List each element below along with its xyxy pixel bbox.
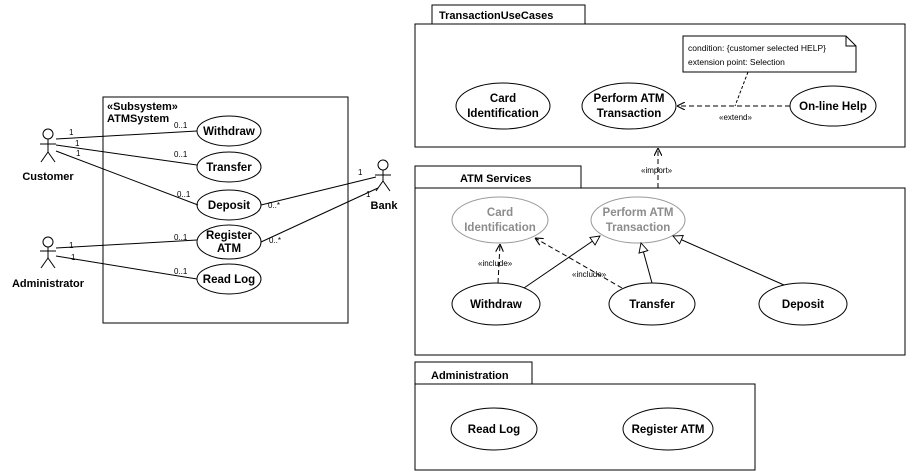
- use-case-label: On-line Help: [799, 101, 867, 113]
- note-anchor-line: [734, 71, 749, 107]
- use-case-read-log[interactable]: Read Log: [196, 263, 262, 295]
- mult-admin-register: 1: [69, 241, 74, 250]
- stick-figure-icon: [40, 236, 56, 269]
- condition-note: condition: {customer selected HELP} exte…: [682, 35, 857, 73]
- mult-withdraw-end: 0..1: [174, 121, 188, 130]
- subsystem-boundary: [102, 96, 349, 324]
- use-case-label: Deposit: [208, 200, 250, 212]
- use-case-perform-atm-transaction-imported[interactable]: Perform ATM Transaction: [590, 196, 686, 244]
- generalization-transfer: [641, 243, 653, 284]
- include-arrow-withdraw: [498, 244, 500, 284]
- package-title: Administration: [431, 370, 509, 382]
- use-case-perform-atm-transaction[interactable]: Perform ATM Transaction: [581, 82, 677, 130]
- subsystem-name: ATMSystem: [107, 113, 169, 125]
- use-case-register-atm-admin[interactable]: Register ATM: [622, 407, 714, 451]
- svg-text:Card: Card: [487, 207, 513, 219]
- mult-deposit-end: 0..1: [177, 190, 191, 199]
- svg-text:Identification: Identification: [467, 108, 539, 120]
- import-label: «import»: [641, 166, 673, 175]
- association-admin-register: [55, 239, 198, 249]
- include-label-withdraw: «include»: [478, 259, 513, 268]
- actor-label: Bank: [371, 200, 399, 212]
- use-case-label-line-2: ATM: [217, 243, 241, 255]
- mult-customer-transfer: 1: [75, 139, 80, 148]
- svg-text:Transaction: Transaction: [597, 108, 662, 120]
- use-case-withdraw-service[interactable]: Withdraw: [451, 282, 541, 326]
- include-arrow-transfer: [535, 238, 623, 289]
- svg-text:Perform ATM: Perform ATM: [603, 207, 674, 219]
- mult-bank-register: 1: [366, 190, 371, 199]
- association-customer-transfer: [55, 144, 198, 166]
- atm-subsystem: «Subsystem» ATMSystem Withdraw Transfer …: [102, 96, 349, 324]
- use-case-read-log-admin[interactable]: Read Log: [450, 407, 538, 451]
- package-transaction-use-cases: TransactionUseCases Card Identification …: [414, 4, 906, 148]
- mult-readlog-end: 0..1: [174, 267, 188, 276]
- actor-label: Administrator: [12, 278, 85, 290]
- actor-administrator[interactable]: Administrator: [12, 236, 85, 290]
- use-case-label: Read Log: [468, 424, 520, 436]
- use-case-withdraw[interactable]: Withdraw: [196, 115, 262, 147]
- use-case-transfer-service[interactable]: Transfer: [608, 282, 696, 326]
- use-case-label: Deposit: [782, 299, 824, 311]
- use-case-transfer[interactable]: Transfer: [196, 151, 262, 183]
- extend-label: «extend»: [719, 113, 752, 122]
- note-extension: extension point: Selection: [688, 57, 785, 67]
- use-case-card-identification-imported[interactable]: Card Identification: [451, 196, 549, 244]
- stick-figure-icon: [375, 159, 391, 192]
- use-case-label: Withdraw: [203, 126, 255, 138]
- associations: [55, 130, 379, 280]
- association-customer-deposit: [55, 150, 199, 206]
- association-customer-withdraw: [55, 130, 198, 140]
- package-title: TransactionUseCases: [439, 10, 553, 22]
- association-admin-readlog: [55, 255, 198, 280]
- association-deposit-bank: [260, 176, 377, 206]
- use-case-label: Transfer: [629, 299, 675, 311]
- package-administration: Administration Read Log Register ATM: [414, 361, 756, 471]
- use-case-label: Read Log: [203, 274, 255, 286]
- generalization-withdraw: [523, 236, 600, 289]
- note-condition: condition: {customer selected HELP}: [688, 43, 826, 53]
- use-case-label-line-1: Register: [206, 230, 253, 242]
- association-register-bank: [260, 187, 379, 243]
- include-label-transfer: «include»: [572, 270, 607, 279]
- mult-register-bank: 0..*: [269, 236, 281, 245]
- use-case-online-help[interactable]: On-line Help: [789, 85, 877, 127]
- actor-customer[interactable]: Customer: [22, 128, 74, 183]
- use-case-deposit-service[interactable]: Deposit: [758, 282, 848, 326]
- stick-figure-icon: [40, 128, 56, 163]
- subsystem-stereotype: «Subsystem»: [107, 101, 178, 113]
- use-case-register-atm[interactable]: Register ATM: [196, 224, 262, 260]
- svg-text:Transaction: Transaction: [606, 222, 671, 234]
- use-case-card-identification[interactable]: Card Identification: [455, 82, 551, 130]
- use-case-deposit[interactable]: Deposit: [196, 189, 262, 221]
- actor-bank[interactable]: Bank: [371, 159, 399, 212]
- mult-bank-deposit: 1: [358, 168, 363, 177]
- mult-customer-deposit: 1: [76, 149, 81, 158]
- package-atm-services: ATM Services Card Identification Perform…: [414, 165, 906, 356]
- use-case-label: Withdraw: [470, 299, 522, 311]
- svg-text:Perform ATM: Perform ATM: [594, 93, 665, 105]
- generalization-deposit: [673, 236, 785, 286]
- mult-transfer-end: 0..1: [174, 150, 188, 159]
- mult-register-end: 0..1: [174, 233, 188, 242]
- use-case-label: Register ATM: [632, 424, 705, 436]
- mult-customer-withdraw: 1: [69, 128, 74, 137]
- multiplicity-labels: 1 0..1 1 0..1 1 0..1 1 0..1 1 0..1 0..* …: [69, 121, 371, 276]
- svg-text:Card: Card: [490, 93, 516, 105]
- svg-text:Identification: Identification: [464, 222, 536, 234]
- mult-deposit-bank: 0..*: [268, 201, 280, 210]
- actor-label: Customer: [22, 171, 74, 183]
- package-title: ATM Services: [460, 173, 531, 185]
- mult-admin-readlog: 1: [71, 253, 76, 262]
- use-case-label: Transfer: [206, 162, 252, 174]
